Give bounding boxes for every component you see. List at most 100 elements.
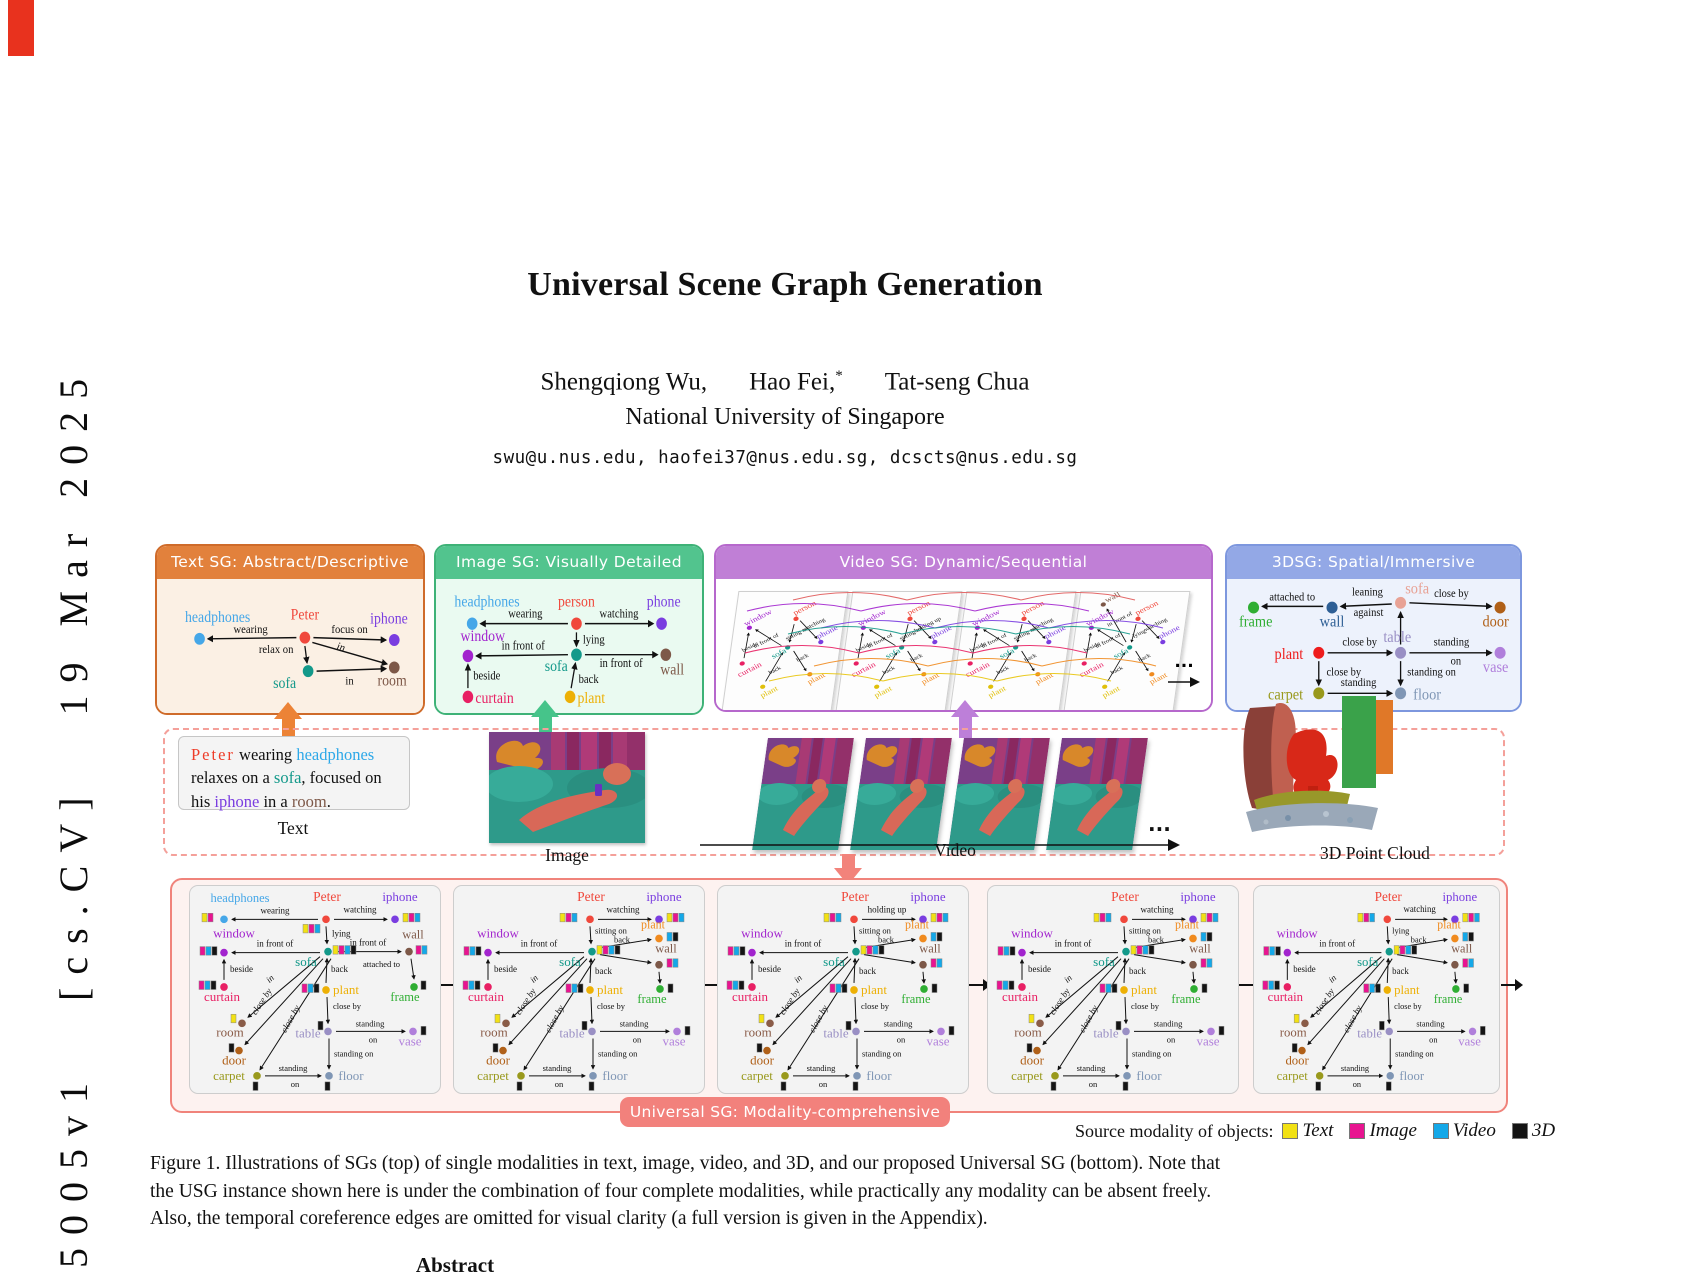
svg-text:watching: watching bbox=[607, 904, 640, 914]
svg-text:beside: beside bbox=[1293, 964, 1316, 974]
svg-text:close by: close by bbox=[1394, 1001, 1422, 1011]
svg-text:frame: frame bbox=[1239, 614, 1273, 631]
svg-text:wall: wall bbox=[1189, 942, 1211, 956]
svg-text:close by: close by bbox=[1434, 588, 1469, 600]
corner-red-mark bbox=[8, 0, 34, 56]
svg-text:room: room bbox=[216, 1024, 243, 1039]
svg-text:attached to: attached to bbox=[1269, 591, 1315, 603]
svg-text:in front of: in front of bbox=[785, 939, 821, 949]
svg-text:plant: plant bbox=[333, 982, 359, 997]
svg-text:window: window bbox=[856, 607, 888, 628]
svg-text:sitting on: sitting on bbox=[785, 626, 811, 642]
svg-text:sitting on: sitting on bbox=[595, 925, 628, 935]
svg-text:curtain: curtain bbox=[735, 659, 764, 678]
svg-text:headphones: headphones bbox=[185, 609, 250, 626]
svg-text:back: back bbox=[996, 665, 1011, 676]
svg-text:plant: plant bbox=[861, 982, 887, 997]
svg-text:curtain: curtain bbox=[1077, 659, 1106, 678]
svg-text:on: on bbox=[369, 1034, 378, 1044]
svg-text:curtain: curtain bbox=[732, 989, 769, 1004]
modality-inputs-box bbox=[163, 728, 1505, 856]
svg-text:close by: close by bbox=[1131, 1001, 1160, 1011]
svg-text:window: window bbox=[741, 925, 783, 940]
svg-text:back: back bbox=[331, 964, 348, 974]
svg-text:back: back bbox=[1110, 665, 1125, 676]
svg-text:door: door bbox=[750, 1053, 774, 1068]
svg-text:wearing: wearing bbox=[261, 905, 290, 915]
svg-text:vase: vase bbox=[398, 1033, 421, 1048]
svg-text:standing: standing bbox=[356, 1018, 385, 1028]
author-2-footnote-mark: * bbox=[835, 368, 843, 384]
svg-text:person: person bbox=[791, 598, 819, 617]
svg-text:table: table bbox=[559, 1025, 584, 1040]
point-cloud-label: 3D Point Cloud bbox=[1320, 843, 1430, 863]
legend-item-text: Text bbox=[1282, 1120, 1333, 1142]
svg-text:close by: close by bbox=[861, 1001, 890, 1011]
svg-text:close by: close by bbox=[777, 986, 802, 1017]
video-frame-thumbnail bbox=[850, 738, 952, 850]
svg-text:headphones: headphones bbox=[454, 593, 519, 610]
svg-text:on: on bbox=[633, 1034, 642, 1044]
svg-text:standing: standing bbox=[620, 1018, 649, 1028]
author-3: Tat-seng Chua bbox=[884, 368, 1030, 396]
svg-text:vase: vase bbox=[926, 1033, 949, 1048]
svg-text:on: on bbox=[1429, 1034, 1438, 1044]
svg-text:frame: frame bbox=[390, 990, 420, 1004]
svg-text:lying: lying bbox=[332, 928, 351, 938]
svg-text:beside: beside bbox=[230, 964, 253, 974]
svg-text:frame: frame bbox=[901, 992, 931, 1006]
svg-text:standing on: standing on bbox=[1407, 666, 1456, 678]
svg-text:person: person bbox=[1019, 598, 1047, 617]
svg-text:sofa: sofa bbox=[545, 658, 568, 675]
svg-text:back: back bbox=[1411, 934, 1427, 944]
svg-text:phone: phone bbox=[647, 593, 681, 610]
svg-text:window: window bbox=[477, 925, 519, 940]
svg-text:back: back bbox=[878, 935, 895, 945]
svg-text:wearing: wearing bbox=[508, 608, 542, 621]
svg-text:in front of: in front of bbox=[350, 938, 386, 948]
legend-item-image: Image bbox=[1349, 1120, 1417, 1142]
svg-text:plant: plant bbox=[905, 917, 930, 931]
svg-text:close by: close by bbox=[513, 986, 538, 1017]
svg-text:Peter: Peter bbox=[577, 889, 605, 904]
point-cloud-thumbnail bbox=[1230, 690, 1395, 842]
svg-text:iphone: iphone bbox=[1442, 889, 1477, 904]
svg-text:table: table bbox=[295, 1025, 320, 1040]
legend-label: Source modality of objects: bbox=[1075, 1120, 1274, 1141]
svg-text:table: table bbox=[823, 1025, 848, 1040]
svg-text:frame: frame bbox=[1434, 992, 1463, 1006]
svg-text:wearing: wearing bbox=[234, 623, 269, 636]
svg-text:floor: floor bbox=[1413, 687, 1441, 704]
svg-text:curtain: curtain bbox=[1268, 989, 1304, 1004]
legend-swatch-icon bbox=[1282, 1123, 1299, 1139]
snippet-word: wearing bbox=[234, 745, 297, 764]
svg-text:on: on bbox=[1451, 655, 1462, 667]
svg-text:holding up: holding up bbox=[868, 904, 907, 914]
svg-text:back: back bbox=[1148, 935, 1165, 945]
svg-text:in: in bbox=[528, 972, 540, 985]
svg-text:window: window bbox=[1011, 925, 1053, 940]
svg-text:floor: floor bbox=[338, 1068, 364, 1083]
svg-text:person: person bbox=[905, 598, 933, 617]
svg-text:sitting on: sitting on bbox=[1129, 925, 1162, 935]
svg-text:Peter: Peter bbox=[1111, 889, 1139, 904]
svg-text:wall: wall bbox=[655, 942, 677, 956]
svg-text:plant: plant bbox=[641, 917, 666, 931]
svg-text:plant: plant bbox=[1175, 917, 1200, 931]
svg-text:table: table bbox=[1357, 1025, 1382, 1040]
caption-line-1: Figure 1. Illustrations of SGs (top) of … bbox=[150, 1153, 1221, 1174]
legend-swatch-icon bbox=[1349, 1123, 1366, 1139]
svg-text:door: door bbox=[1483, 614, 1509, 631]
svg-text:sofa: sofa bbox=[1357, 954, 1378, 969]
svg-text:attached to: attached to bbox=[363, 959, 400, 969]
video-frame-thumbnail bbox=[948, 738, 1050, 850]
svg-text:in front of: in front of bbox=[600, 657, 643, 670]
svg-text:back: back bbox=[595, 966, 612, 976]
